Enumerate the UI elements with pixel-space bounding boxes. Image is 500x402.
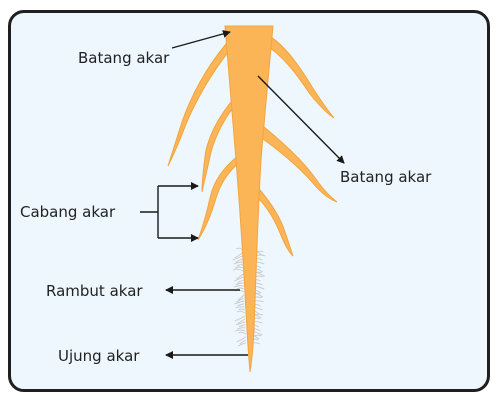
root-hair bbox=[235, 258, 243, 263]
label-batang-akar-right: Batang akar bbox=[340, 168, 432, 186]
lateral-roots bbox=[167, 33, 338, 257]
label-rambut-akar: Rambut akar bbox=[46, 282, 143, 300]
root-hair bbox=[238, 308, 245, 311]
root-hair bbox=[239, 339, 247, 345]
lateral-root-right-middle bbox=[255, 121, 338, 203]
root-hair bbox=[235, 329, 246, 332]
root-hair bbox=[236, 273, 244, 280]
root-hair bbox=[238, 324, 246, 328]
bracket-cabang-akar bbox=[140, 186, 159, 238]
arrow-batang-akar-top bbox=[171, 30, 231, 49]
root-hair bbox=[236, 336, 246, 343]
root-hair bbox=[233, 285, 244, 288]
root-hair bbox=[234, 315, 246, 322]
lateral-root-left-upper bbox=[167, 43, 231, 167]
arrow-batang-akar-right bbox=[257, 75, 345, 164]
root-hair bbox=[235, 282, 244, 286]
root-hair bbox=[236, 310, 246, 314]
root-hair bbox=[237, 303, 245, 307]
root-hair bbox=[232, 255, 243, 261]
label-arrows bbox=[140, 30, 345, 359]
root-hair bbox=[235, 297, 245, 303]
taproot bbox=[224, 25, 274, 373]
root-hair bbox=[238, 331, 246, 335]
root-hair bbox=[236, 287, 245, 290]
root-hair bbox=[237, 342, 247, 347]
root-hair bbox=[237, 327, 246, 330]
root-hair bbox=[236, 247, 243, 251]
root-hair bbox=[235, 306, 245, 309]
root-hair bbox=[234, 276, 244, 282]
lateral-root-right-upper bbox=[263, 33, 335, 119]
lateral-root-right-lower bbox=[257, 188, 294, 257]
root-hair bbox=[232, 268, 244, 272]
label-ujung-akar: Ujung akar bbox=[58, 347, 140, 365]
root-hair bbox=[235, 321, 246, 326]
root-hair bbox=[234, 266, 244, 269]
label-batang-akar-top: Batang akar bbox=[78, 49, 170, 67]
root-hair bbox=[237, 294, 245, 301]
root-hair bbox=[237, 279, 244, 284]
root-hair bbox=[234, 252, 243, 259]
root-hairs bbox=[232, 247, 266, 347]
root-hair bbox=[233, 261, 243, 265]
root-hair bbox=[234, 300, 245, 305]
root-hair bbox=[236, 264, 244, 267]
label-cabang-akar: Cabang akar bbox=[20, 203, 116, 221]
root-hair bbox=[237, 318, 246, 324]
